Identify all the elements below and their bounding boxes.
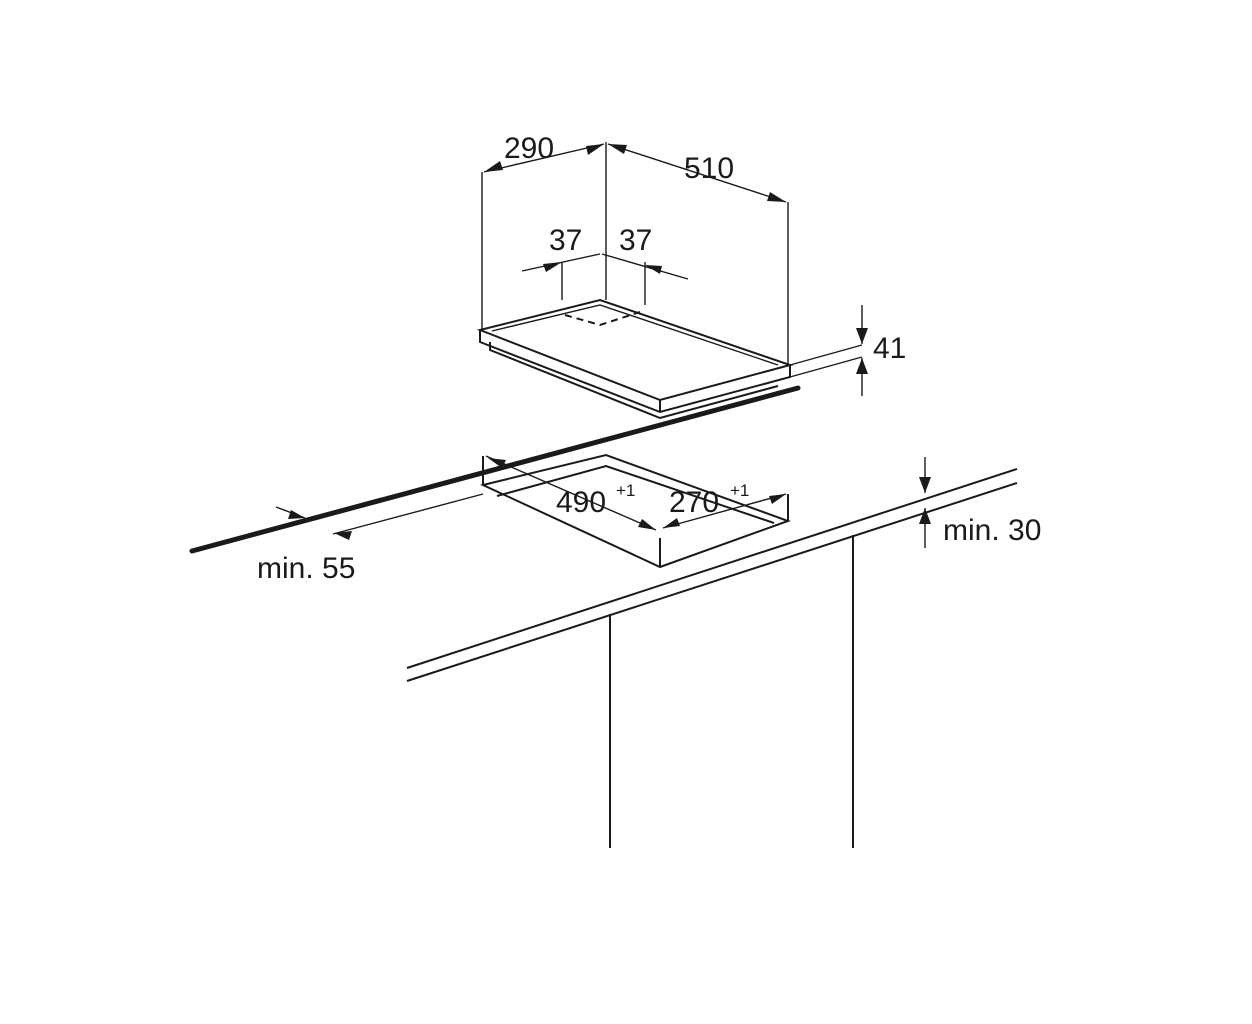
worktop-front-edge-top [406, 468, 1018, 669]
label-41: 41 [873, 332, 906, 365]
ext-line-41-bottom [789, 356, 863, 378]
dim-line-510 [607, 143, 787, 203]
label-290: 290 [504, 132, 554, 165]
connection-box-dashed [564, 311, 641, 327]
ext-line-41-top [789, 344, 863, 366]
arrow-270-right [769, 494, 786, 504]
label-min-30: min. 30 [943, 514, 1041, 547]
cutout-opening [479, 453, 791, 569]
worktop-front-edge-bottom [406, 482, 1018, 682]
worktop-drawing [189, 385, 1018, 848]
dim-line-290 [483, 143, 605, 173]
arrow-510-left [608, 144, 627, 154]
worktop-back-edge [189, 385, 801, 554]
label-270: 270 [669, 486, 719, 519]
dim-line-490 [485, 455, 657, 531]
arrow-min55-right [334, 531, 352, 540]
arrow-270-left [663, 518, 680, 528]
arrow-490-right [638, 519, 656, 530]
arrow-490-left [488, 458, 506, 468]
arrow-min30-up [919, 508, 931, 524]
arrow-41-down [856, 328, 868, 344]
label-37-left: 37 [549, 224, 582, 257]
dim-line-min55 [332, 493, 484, 535]
label-490-tolerance: +1 [616, 481, 635, 500]
hob-top-surface [476, 298, 794, 402]
arrow-min55-left [288, 510, 305, 519]
hob-front-edge [479, 330, 791, 414]
label-270-tolerance: +1 [730, 481, 749, 500]
arrow-37-left [543, 262, 562, 272]
label-min-55: min. 55 [257, 552, 355, 585]
hob-drawing [476, 142, 868, 420]
dim-line-37-right [601, 253, 689, 280]
arrow-min30-down [919, 477, 931, 493]
dimension-labels: 290 510 37 37 41 490 +1 270 +1 min. 55 m… [257, 132, 1041, 585]
hob-underside [489, 342, 779, 420]
cutout-inner-edge [496, 464, 775, 524]
arrow-290-right [586, 144, 604, 155]
hob-inner-edge [491, 304, 779, 366]
label-490: 490 [556, 486, 606, 519]
label-37-right: 37 [619, 224, 652, 257]
arrow-37-right [645, 265, 662, 274]
dim-line-270 [662, 493, 787, 529]
arrow-290-left [484, 161, 503, 172]
arrow-510-right [767, 192, 786, 202]
label-510: 510 [684, 152, 734, 185]
arrow-41-up [856, 358, 868, 374]
